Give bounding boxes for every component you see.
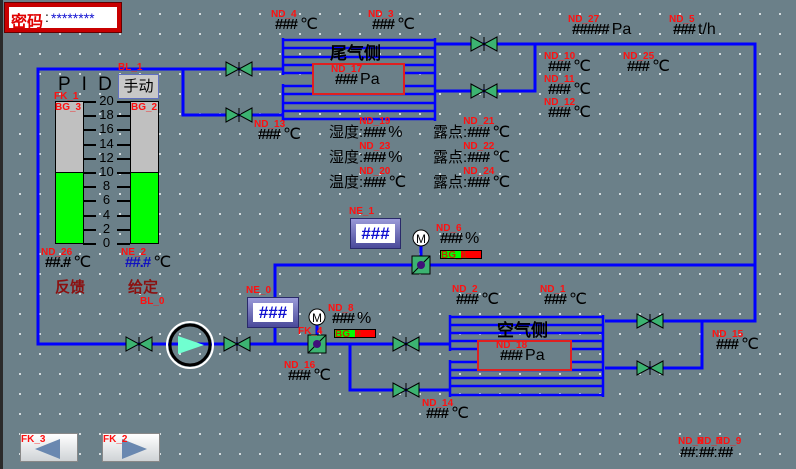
bar-tag: BG_2 xyxy=(131,102,158,113)
tag: ND_26 xyxy=(41,247,73,258)
svg-text:M: M xyxy=(312,311,322,325)
exhaust-temp-1: ND_4###℃ xyxy=(271,9,318,33)
password-label: 密码 xyxy=(11,14,44,31)
password-field[interactable]: ******** xyxy=(51,10,95,26)
tag: FK_4 xyxy=(298,326,323,337)
exhaust-temp-3: ND_13###℃ xyxy=(254,119,301,143)
arrow-left-icon xyxy=(35,439,60,459)
bar-tag: BG_3 xyxy=(55,102,82,113)
exhaust-side-title: 尾气侧 xyxy=(330,44,381,63)
exhaust-pressure-box xyxy=(312,63,405,95)
password-sep: : xyxy=(45,9,49,25)
motor-icon: M xyxy=(308,308,326,326)
damper-icon[interactable] xyxy=(307,334,327,354)
scale-tick: 18 xyxy=(83,108,130,122)
manual-mode-button[interactable]: 手动 xyxy=(118,74,159,99)
valve-icon[interactable] xyxy=(470,36,498,52)
valve-icon[interactable] xyxy=(636,360,664,376)
air-pressure: ND_18###Pa xyxy=(496,340,545,364)
password-box[interactable]: 密码 : ******** xyxy=(4,2,122,33)
scale-tick: 14 xyxy=(83,136,130,151)
feedback-readout: ND_26##.#℃ xyxy=(41,247,92,271)
ne1-input[interactable]: ### xyxy=(350,218,401,249)
temp-readout: ND_10###℃ xyxy=(544,51,591,75)
damper1-bar: BG_1 xyxy=(440,250,482,261)
window-edge xyxy=(0,0,3,469)
valve-icon[interactable] xyxy=(223,336,251,352)
scale-tick: 16 xyxy=(83,122,130,136)
pressure-readout: ND_27#####Pa xyxy=(568,14,632,38)
scale-tick: 20 xyxy=(83,94,130,108)
valve-icon[interactable] xyxy=(392,336,420,352)
exhaust-pressure: ND_17###Pa xyxy=(331,64,380,88)
temp-readout: ND_25###℃ xyxy=(623,51,670,75)
feedback-label: 反馈 xyxy=(55,279,86,296)
air-temp-4: ND_15###℃ xyxy=(712,329,759,353)
valve-icon[interactable] xyxy=(225,61,253,77)
flow-readout: ND_5###t/h xyxy=(669,14,716,38)
damper0-bar: BG_0 xyxy=(334,329,376,340)
svg-text:M: M xyxy=(416,232,426,246)
exhaust-temp-2: ND_3###℃ xyxy=(368,9,415,33)
scale-tick: 0 xyxy=(83,236,130,250)
feedback-bar xyxy=(55,101,84,244)
fk-tag: FK_1 xyxy=(54,91,79,102)
humidity-row: 温度:ND_20###℃ xyxy=(329,166,407,191)
air-inlet-temp: ND_16###℃ xyxy=(284,360,331,384)
damper0-opening: ND_8###% xyxy=(328,303,372,327)
scale-tick: 4 xyxy=(83,207,130,222)
valve-icon[interactable] xyxy=(225,107,253,123)
tag: NE_0 xyxy=(246,285,272,296)
temp-readout: ND_12###℃ xyxy=(544,97,591,121)
humidity-row: 湿度:ND_19###% xyxy=(329,116,403,141)
ne0-input[interactable]: ### xyxy=(247,297,299,328)
scale-tick: 12 xyxy=(83,150,130,165)
air-side-title: 空气侧 xyxy=(497,321,548,340)
valve-icon[interactable] xyxy=(470,83,498,99)
humidity-row: 湿度:ND_23###% xyxy=(329,141,403,166)
prev-page-button[interactable]: FK_3 xyxy=(20,433,78,462)
air-temp-3: ND_14###℃ xyxy=(422,398,469,422)
scale-tick: 6 xyxy=(83,193,130,207)
dewpoint-row: 露点:ND_24###℃ xyxy=(433,166,511,191)
tag: NE_1 xyxy=(349,206,375,217)
setpoint-input[interactable]: NE_2##.#℃ xyxy=(121,247,172,271)
bl-tag: BL_0 xyxy=(140,296,165,307)
dewpoint-row: 露点:ND_21###℃ xyxy=(433,116,511,141)
pid-title: P I D xyxy=(58,74,115,95)
air-pressure-box xyxy=(477,340,572,371)
damper-icon[interactable] xyxy=(411,255,431,275)
setpoint-label: 给定 xyxy=(128,279,159,296)
air-temp-2: ND_1###℃ xyxy=(540,284,587,308)
temp-readout: ND_11###℃ xyxy=(544,74,591,98)
mode-tag: BL_1 xyxy=(118,62,143,73)
motor-icon: M xyxy=(412,229,430,247)
valve-icon[interactable] xyxy=(125,336,153,352)
arrow-right-icon xyxy=(122,439,147,459)
scale-tick: 2 xyxy=(83,221,130,236)
scale-tick: 8 xyxy=(83,179,130,193)
tag: NE_2 xyxy=(121,247,147,258)
next-page-button[interactable]: FK_2 xyxy=(102,433,160,462)
valve-icon[interactable] xyxy=(392,382,420,398)
damper1-opening: ND_6###% xyxy=(436,223,480,247)
air-temp-1: ND_2###℃ xyxy=(452,284,499,308)
clock: ND_8##:ND_7##:ND_9## xyxy=(678,436,742,461)
setpoint-bar xyxy=(130,101,159,244)
pump-icon[interactable] xyxy=(166,321,214,369)
dewpoint-row: 露点:ND_22###℃ xyxy=(433,141,511,166)
scale-tick: 10 xyxy=(83,165,130,179)
valve-icon[interactable] xyxy=(636,313,664,329)
